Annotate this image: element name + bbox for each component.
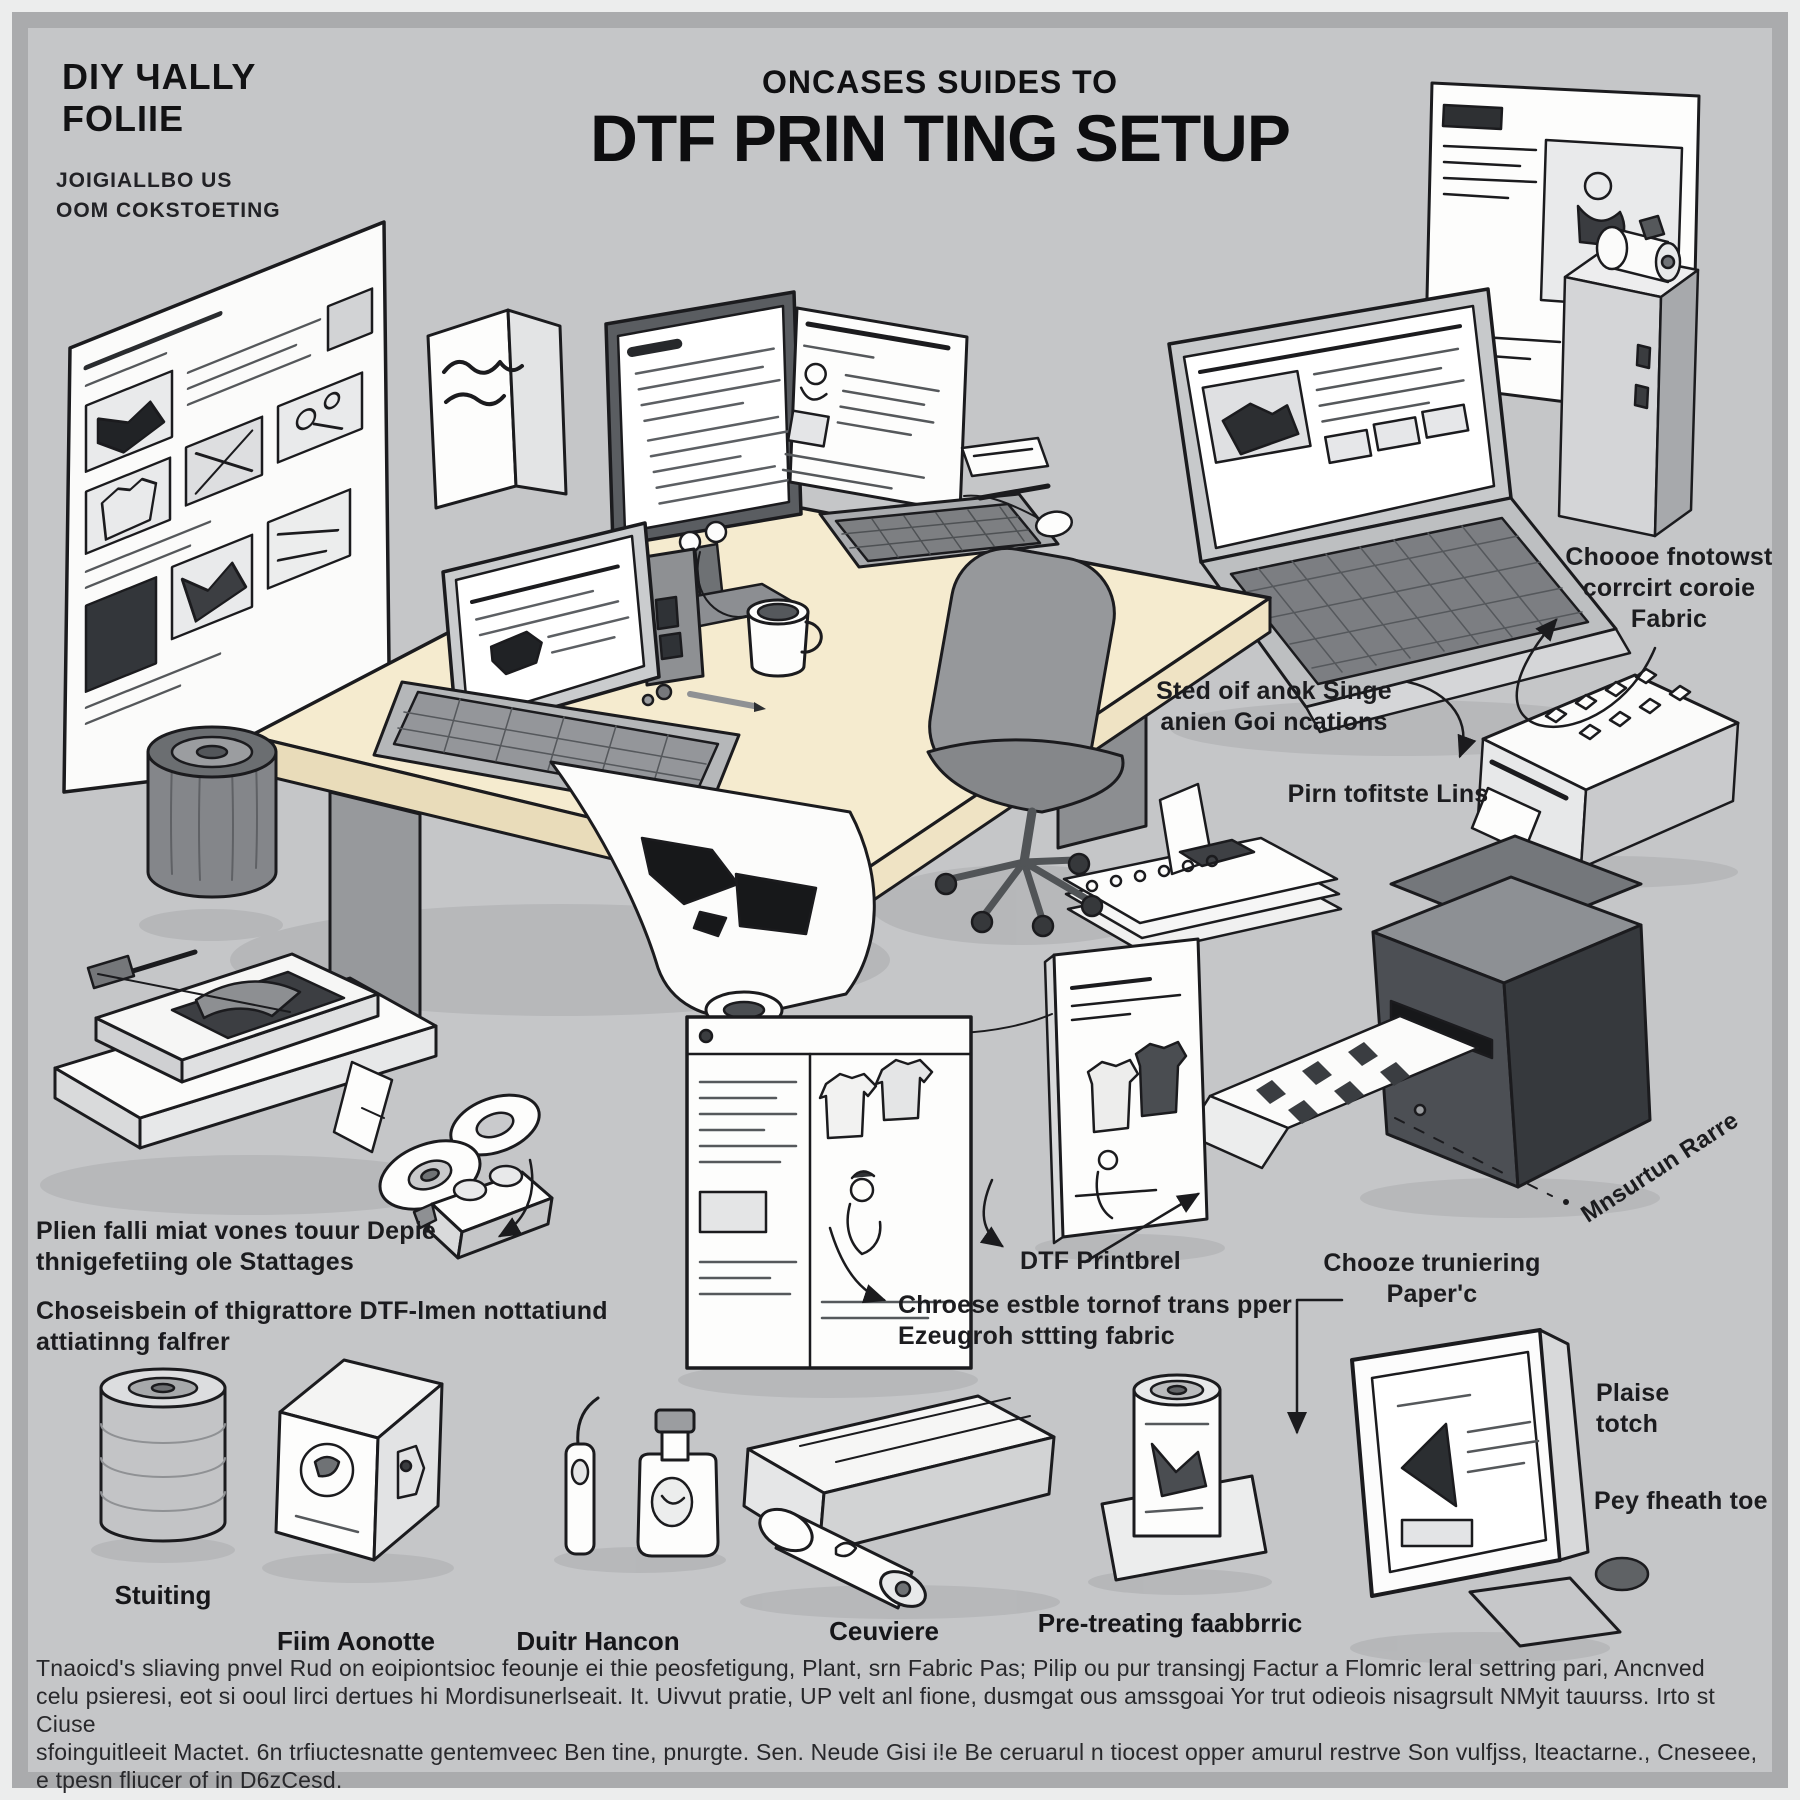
ceuviere-box [742, 1394, 1056, 1610]
film-roll-canister [146, 725, 278, 899]
tutorial-poster [62, 220, 392, 794]
printed-sheet [549, 760, 1053, 1035]
brand-subtitle: JOIGIALLBO US OOM COKSTOETING [56, 169, 281, 223]
adhesive-roll [99, 1367, 227, 1543]
film-box [274, 1358, 444, 1562]
notepad [960, 436, 1051, 501]
dtf-printer [1184, 834, 1652, 1205]
pencil [641, 683, 766, 712]
center-monitor [604, 290, 803, 630]
item-label-ceuviere: Ceuviere [829, 1616, 939, 1646]
brand-title: DIY ЧALLY FOLIIE [62, 56, 257, 140]
coffee-mug [746, 598, 823, 678]
pretreat-roll [1100, 1373, 1268, 1582]
item-label-stunting: Stuiting [114, 1580, 212, 1610]
laptop-right [1167, 287, 1632, 734]
printed-transfer-output [1184, 1014, 1480, 1170]
callout-choose-transfer: Chroese estble tornof trans pper Ezeugro… [898, 1291, 1292, 1350]
callout-dtf-printbrel: DTF Printbrel [1020, 1247, 1181, 1275]
callout-choose-fabric: Choooe fnotowst corrcirt coroie Fabric [1565, 543, 1773, 633]
footer-paragraph: Tnaoicd's sliaving pnvel Rud on eoipiont… [36, 1655, 1758, 1793]
earbuds [678, 520, 747, 618]
mouse [963, 494, 1074, 538]
callout-choose-film: Choseisbein of thigrattore DTF-lmen nott… [36, 1297, 608, 1356]
display-tablet [1350, 1328, 1650, 1648]
title-kicker: ONCASES SUIDES TO [761, 64, 1119, 100]
pebble [1594, 1556, 1650, 1592]
office-chair [926, 546, 1125, 938]
connector-arrows [497, 618, 1657, 1435]
item-label-pretreating: Pre-treating faabbrric [1037, 1608, 1303, 1638]
transfer-tube [758, 1507, 927, 1610]
film-roll-top [1595, 214, 1682, 284]
ink-bottles [564, 1396, 720, 1558]
callout-plan-stages: Plien falli miat vones touur Depie thnig… [36, 1217, 436, 1276]
callout-seed-connections: Sted oif anok Singe anien Goi ncations [1156, 677, 1392, 736]
callout-pim-lins: Pirn tofitste Lins [1287, 780, 1489, 808]
item-label-film-aonotte: Fiim Aonotte [277, 1626, 435, 1656]
callout-plate-touch: Plaise totch [1596, 1379, 1670, 1438]
callout-choose-paper: Chooze truniering Paper'c [1323, 1249, 1541, 1308]
guide-book [1043, 937, 1209, 1245]
heat-press [53, 949, 438, 1154]
standing-folder [426, 308, 568, 510]
paper-stack [1062, 782, 1343, 955]
webpage-card [781, 306, 969, 514]
tall-cabinet [1557, 214, 1700, 538]
design-browser-panel [685, 1015, 973, 1370]
label-printer [1470, 667, 1740, 870]
page-title: DTF PRIN TING SETUP [590, 101, 1291, 175]
callout-peel-sheet: Pey fheath toe [1594, 1487, 1768, 1515]
item-label-dutr-hancon: Duitr Hancon [516, 1626, 680, 1656]
